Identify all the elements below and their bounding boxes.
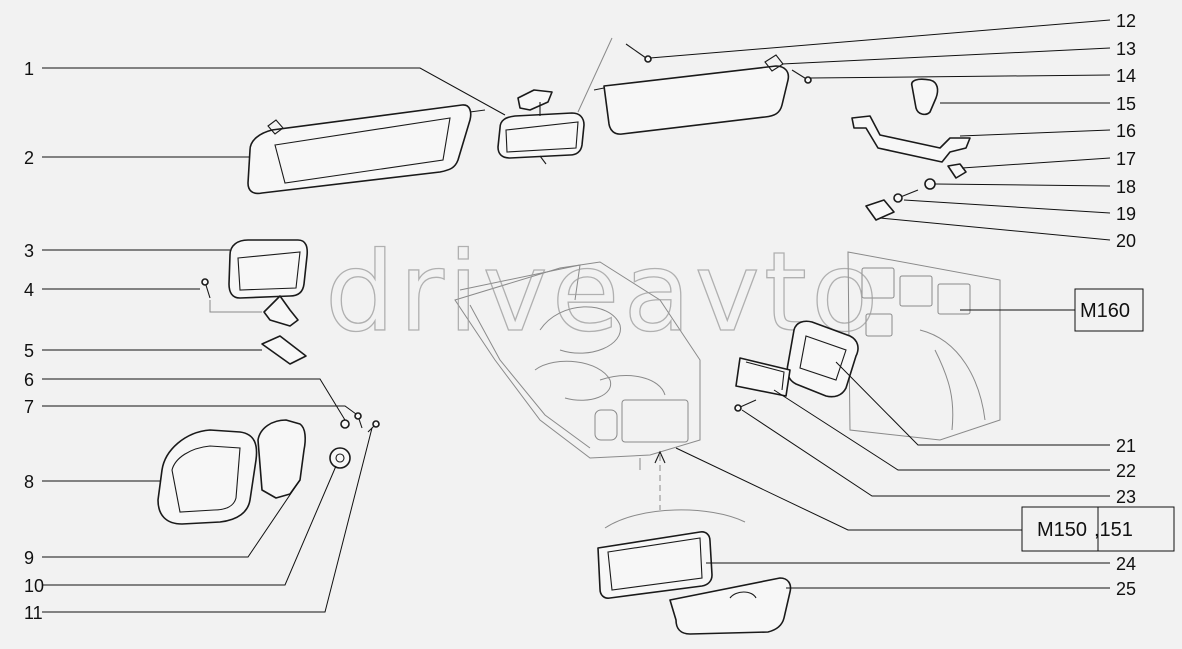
callout-20: 20: [1116, 231, 1136, 251]
callout-6: 6: [24, 370, 34, 390]
callouts-left: 1 2 3 4 5 6 7 8 9 10 11: [24, 59, 44, 623]
callout-21: 21: [1116, 436, 1136, 456]
cap-20: [865, 199, 895, 221]
leaders-right: [649, 19, 1111, 589]
callout-5: 5: [24, 341, 34, 361]
callout-3: 3: [24, 241, 34, 261]
ref-label-m160: M160: [1080, 300, 1130, 322]
screw-7: [354, 412, 363, 429]
callout-1: 1: [24, 59, 34, 79]
vanity-mirror: [228, 239, 309, 327]
mirror-bracket: [261, 335, 307, 365]
callouts-right: 12 13 14 15 16 17 18 19 20 21 22 23 24 2…: [1116, 11, 1136, 599]
leaders-left: [42, 67, 506, 613]
console-sketch: [454, 261, 701, 470]
screw-23: [734, 399, 757, 412]
callout-13: 13: [1116, 39, 1136, 59]
screw-19: [893, 189, 919, 203]
callout-19: 19: [1116, 204, 1136, 224]
ref-box-m150: M150 ,151: [1021, 506, 1175, 552]
callout-11: 11: [24, 603, 43, 623]
callout-25: 25: [1116, 579, 1136, 599]
callout-18: 18: [1116, 177, 1136, 197]
sun-visor-right: [593, 54, 790, 135]
watermark-text: driveavto: [325, 228, 882, 356]
callout-15: 15: [1116, 94, 1136, 114]
outer-mirror: [157, 419, 306, 525]
arrow-head: [654, 450, 666, 464]
ref-label-m150: M150: [1037, 519, 1087, 541]
coat-hook: [910, 78, 939, 116]
radio-cover: [669, 577, 792, 635]
callout-23: 23: [1116, 487, 1136, 507]
callout-12: 12: [1116, 11, 1136, 31]
callout-2: 2: [24, 148, 34, 168]
screw-11: [367, 420, 380, 433]
screw-4: [201, 278, 262, 313]
sun-visor-left: [247, 104, 486, 195]
callout-17: 17: [1116, 149, 1136, 169]
ref-box-m160: M160: [1074, 288, 1144, 332]
screw-12: [577, 37, 652, 113]
ref-label-m151: ,151: [1094, 519, 1133, 541]
callout-14: 14: [1116, 66, 1136, 86]
screw-14: [791, 69, 812, 84]
grab-handle: [851, 115, 971, 163]
callout-16: 16: [1116, 121, 1136, 141]
callout-8: 8: [24, 472, 34, 492]
washer-18: [924, 178, 936, 190]
clip-17: [947, 163, 967, 179]
ashtray-frame: [786, 320, 859, 398]
ashtray-insert: [735, 357, 791, 397]
callout-22: 22: [1116, 461, 1136, 481]
callout-24: 24: [1116, 554, 1136, 574]
callout-10: 10: [24, 576, 44, 596]
grommet-10: [329, 447, 351, 469]
dashboard-sketch: [847, 251, 1001, 441]
nut-6: [340, 419, 350, 429]
callout-4: 4: [24, 280, 34, 300]
callout-9: 9: [24, 548, 34, 568]
radio-opening-arc: [604, 509, 746, 529]
radio-frame: [597, 531, 713, 599]
callout-7: 7: [24, 397, 34, 417]
interior-mirror: [497, 89, 585, 165]
